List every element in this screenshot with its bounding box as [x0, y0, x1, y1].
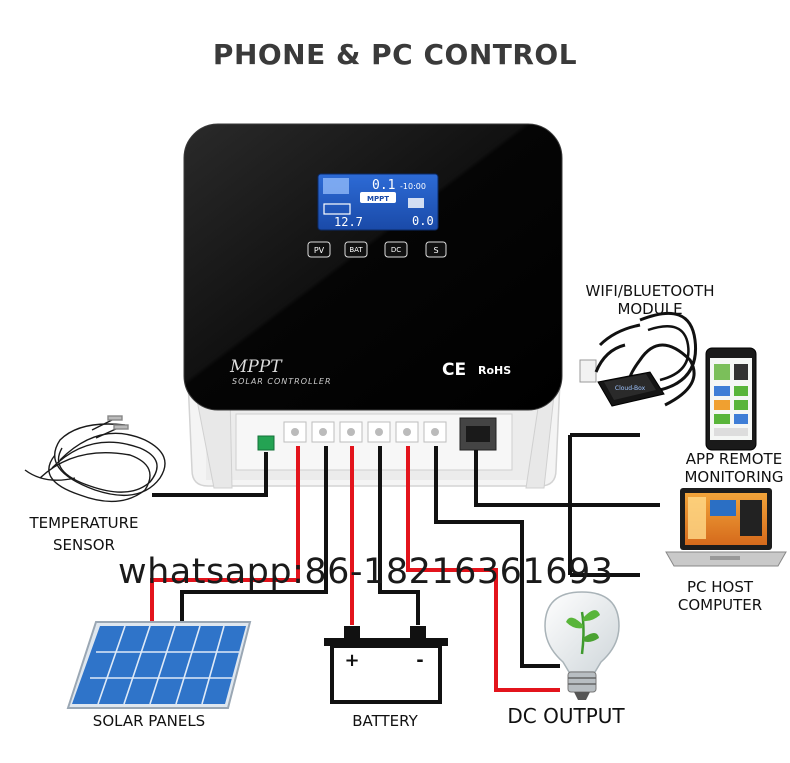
page-title: PHONE & PC CONTROL — [212, 38, 578, 71]
rohs-mark: RoHS — [478, 364, 511, 377]
brand-mppt: MPPT — [229, 357, 283, 377]
wifi-module-icon — [579, 311, 698, 407]
temperature-sensor-icon — [24, 415, 166, 503]
lcd-display — [317, 173, 439, 231]
app-label-line1: APP REMOTE — [685, 450, 783, 468]
ce-mark: CE — [442, 360, 466, 380]
temperature-sensor-label: TEMPERATURE SENSOR — [14, 512, 154, 556]
app-label-line2: MONITORING — [684, 468, 784, 486]
lcd-badge: MPPT — [367, 195, 389, 203]
lcd-load-value: 0.0 — [412, 214, 434, 228]
button-dc[interactable]: DC — [391, 246, 401, 254]
solar-panels-label: SOLAR PANELS — [92, 712, 206, 730]
temp-label-line2: SENSOR — [53, 536, 115, 554]
phone-app-icon — [705, 347, 757, 451]
battery-plus: + — [344, 650, 359, 671]
terminal-block — [257, 417, 497, 451]
button-pv[interactable]: PV — [314, 246, 325, 255]
brand-subtitle: SOLAR CONTROLLER — [232, 377, 332, 386]
dc-output-label: DC OUTPUT — [507, 704, 625, 728]
pc-host-label: PC HOST COMPUTER — [668, 578, 772, 614]
lcd-time: -10:00 — [400, 182, 426, 191]
wires — [150, 433, 660, 692]
button-s[interactable]: S — [433, 246, 438, 255]
pc-label-line1: PC HOST — [686, 578, 754, 596]
solar-panel-icon — [66, 621, 252, 709]
laptop-pc-icon — [665, 488, 787, 567]
battery-icon — [324, 626, 448, 704]
wifi-label-line1: WIFI/BLUETOOTH — [585, 282, 715, 300]
temp-label-line1: TEMPERATURE — [29, 514, 139, 532]
wifi-label-line2: MODULE — [617, 300, 683, 318]
lcd-battery-value: 12.7 — [334, 215, 363, 229]
whatsapp-watermark: whatsapp:86-18216361693 — [118, 552, 614, 592]
device-buttons — [307, 241, 447, 258]
wifi-module-label: WIFI/BLUETOOTH MODULE — [582, 282, 718, 318]
pc-label-line2: COMPUTER — [677, 596, 763, 614]
lcd-top-value: 0.1 — [372, 178, 395, 193]
app-monitoring-label: APP REMOTE MONITORING — [682, 450, 786, 486]
module-brand-text: Cloud-Box — [615, 385, 646, 392]
button-bat[interactable]: BAT — [349, 246, 363, 254]
battery-minus: - — [416, 650, 423, 671]
light-bulb-icon — [544, 591, 620, 700]
battery-label: BATTERY — [352, 712, 418, 730]
